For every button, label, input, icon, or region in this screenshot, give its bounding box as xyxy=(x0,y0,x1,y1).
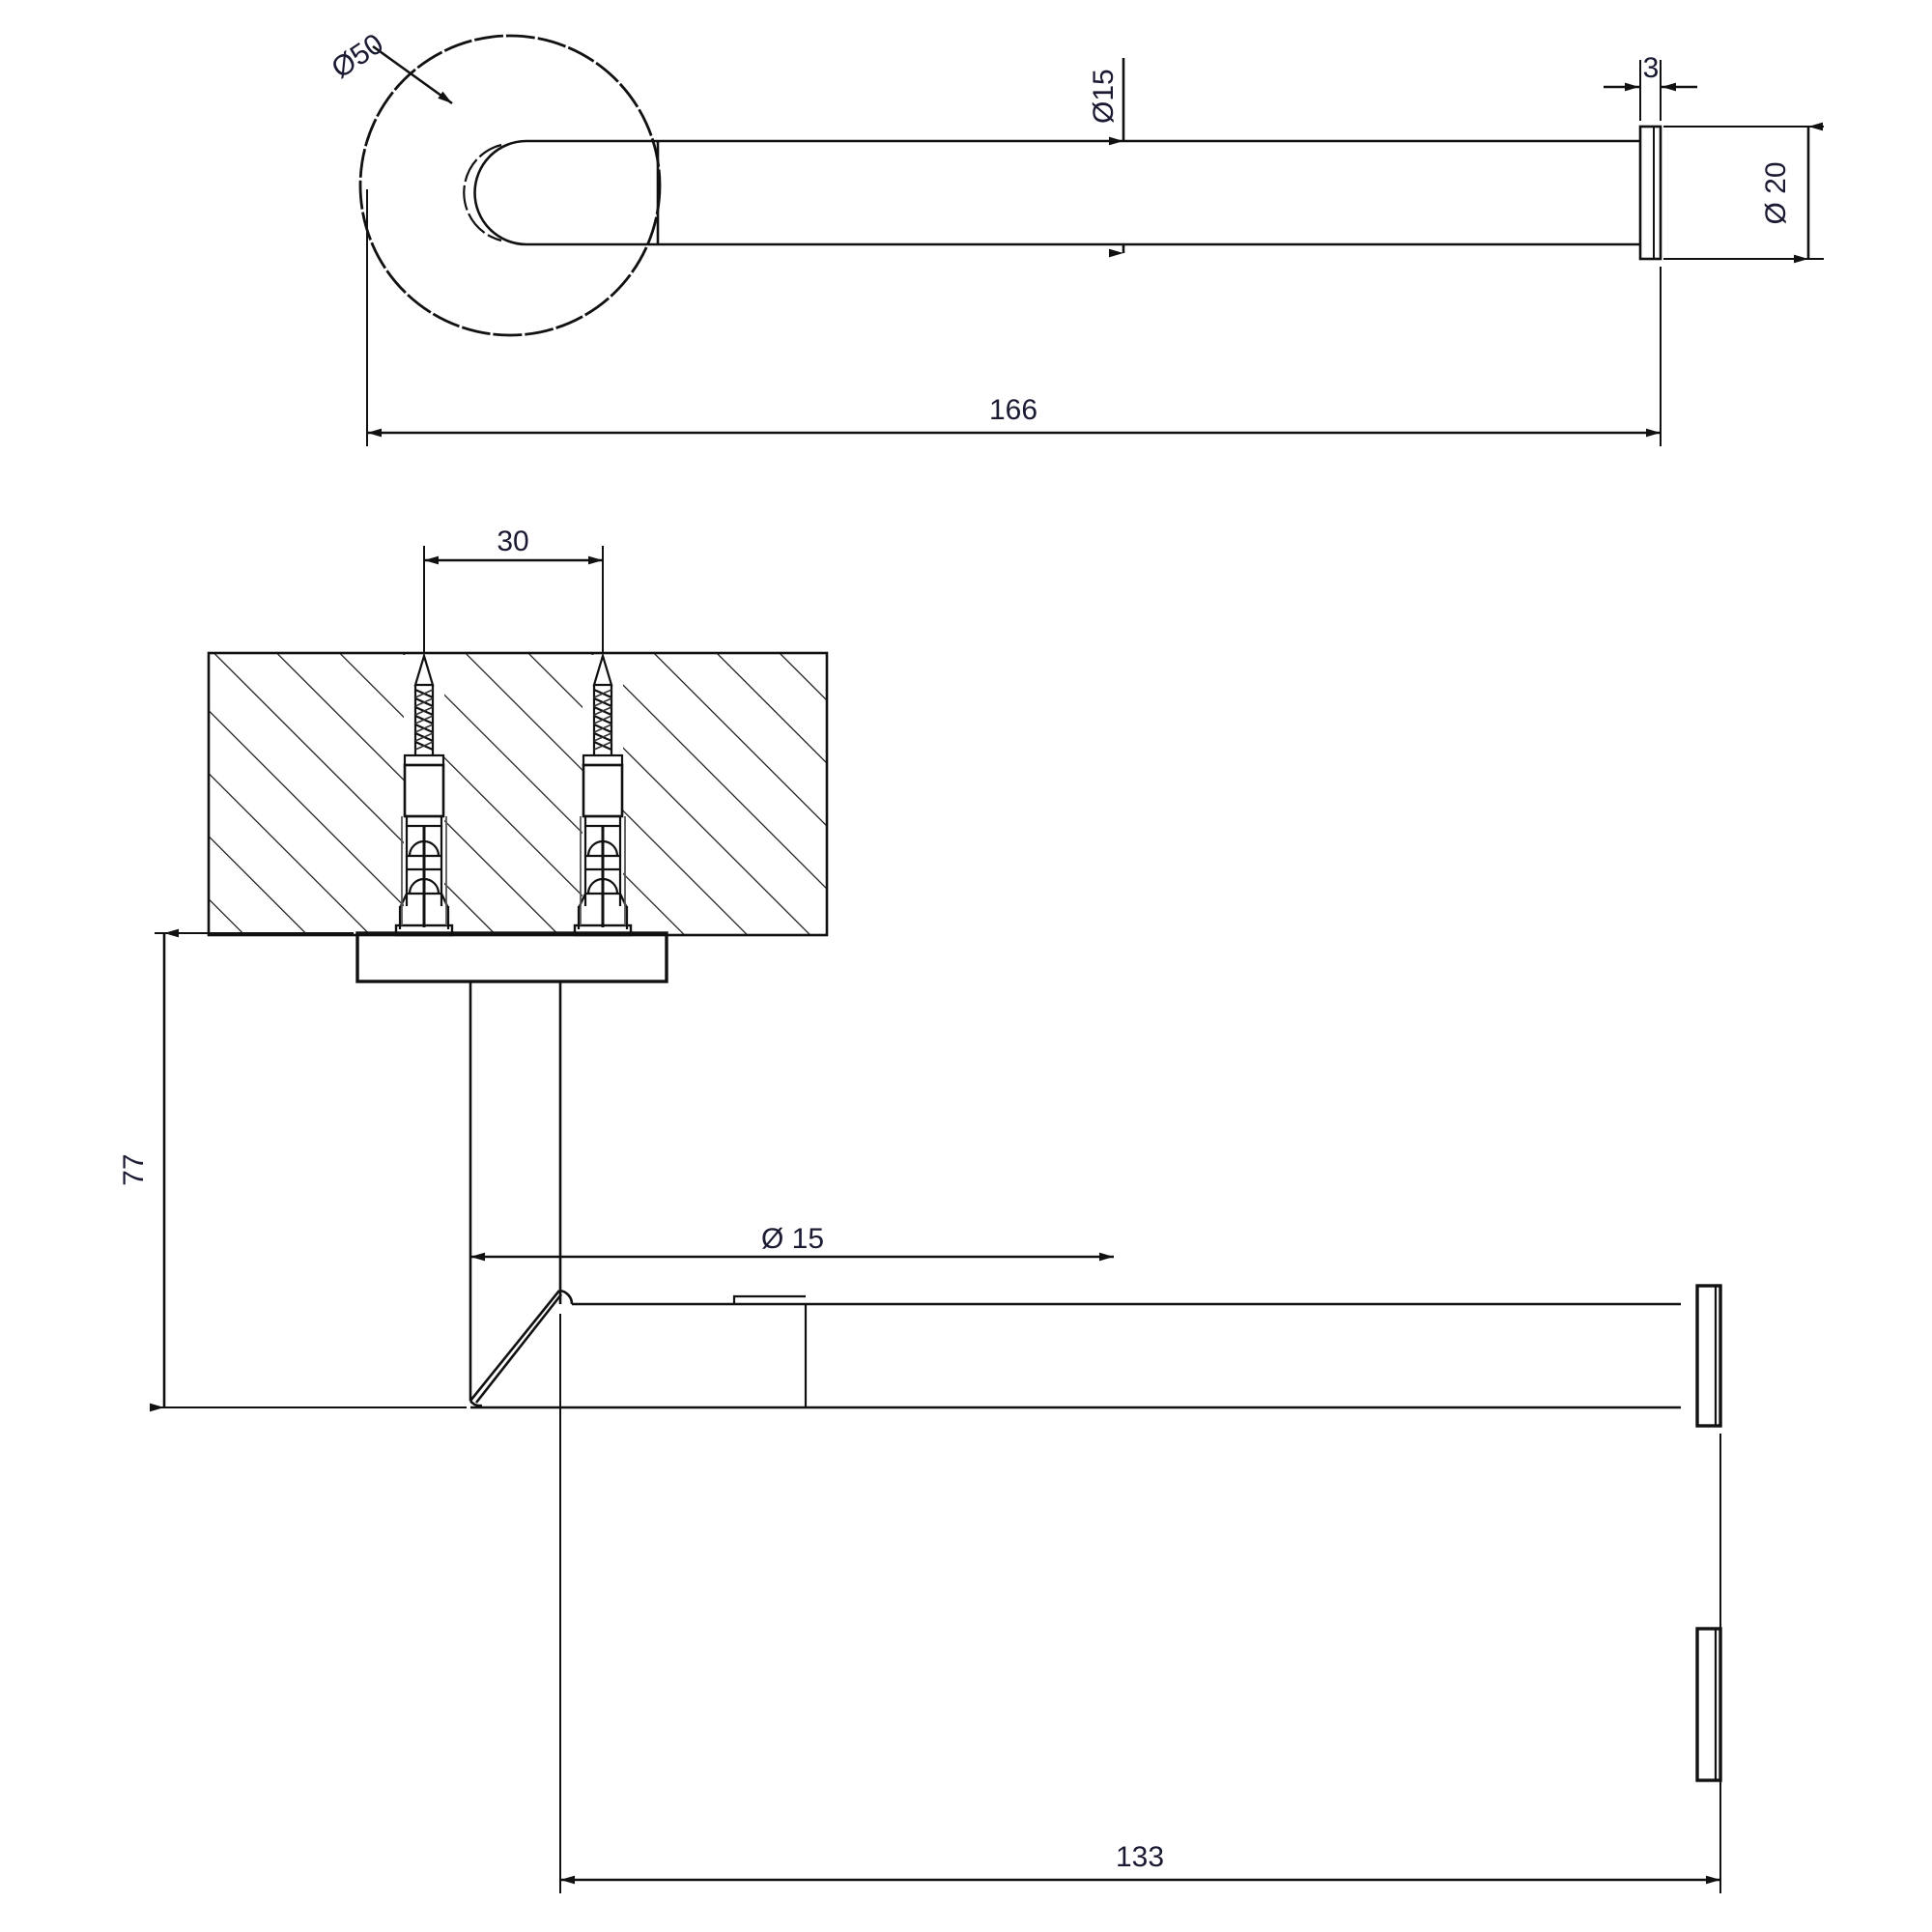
bend-fillet-b xyxy=(474,1293,563,1404)
dim-label-77: 77 xyxy=(118,1153,150,1185)
tube-round-end xyxy=(473,139,527,246)
dim-screw-spacing xyxy=(423,546,604,653)
anchor-assembly-left xyxy=(394,652,454,937)
dim-label-d20: Ø 20 xyxy=(1760,161,1792,224)
top-view-geometry: Ø50 Ø15 3 xyxy=(326,28,1824,446)
lower-end-cap-aligned xyxy=(1695,1284,1722,1428)
flange-outer-circle xyxy=(358,34,662,337)
screw-thread-right xyxy=(593,688,612,752)
lower-end-cap xyxy=(1695,1627,1722,1782)
bend-outer-round xyxy=(558,1289,574,1305)
dim-label-d50: Ø50 xyxy=(326,28,388,85)
dim-label-30: 30 xyxy=(497,526,528,557)
dim-label-133: 133 xyxy=(1116,1841,1164,1873)
tube-round-end-hidden xyxy=(463,143,502,242)
bend-corner-round xyxy=(469,1400,483,1407)
dim-drop-height xyxy=(150,928,467,1412)
dim-label-166: 166 xyxy=(989,394,1037,426)
arm-step-notch xyxy=(732,1294,806,1304)
dim-arm-length xyxy=(559,1314,1721,1893)
dim-label-3: 3 xyxy=(1643,52,1660,84)
bend-fillet-a xyxy=(469,1290,561,1402)
anchor-assembly-right xyxy=(573,652,633,937)
dim-label-d15-bottom: Ø 15 xyxy=(761,1223,824,1255)
dim-cap-diameter xyxy=(1663,122,1824,264)
end-cap-body xyxy=(1638,125,1662,261)
dim-overall-length xyxy=(366,189,1662,446)
wall-section xyxy=(207,651,829,937)
dim-cap-thickness xyxy=(1604,60,1697,121)
tube-inner-edges xyxy=(526,139,614,246)
dim-label-d15-top: Ø15 xyxy=(1088,69,1120,124)
bottom-view-geometry: 30 77 Ø 15 xyxy=(118,526,1722,1893)
screw-thread-left xyxy=(414,688,434,752)
rosette-plate xyxy=(355,931,668,983)
dim-flange-diameter xyxy=(372,44,453,105)
